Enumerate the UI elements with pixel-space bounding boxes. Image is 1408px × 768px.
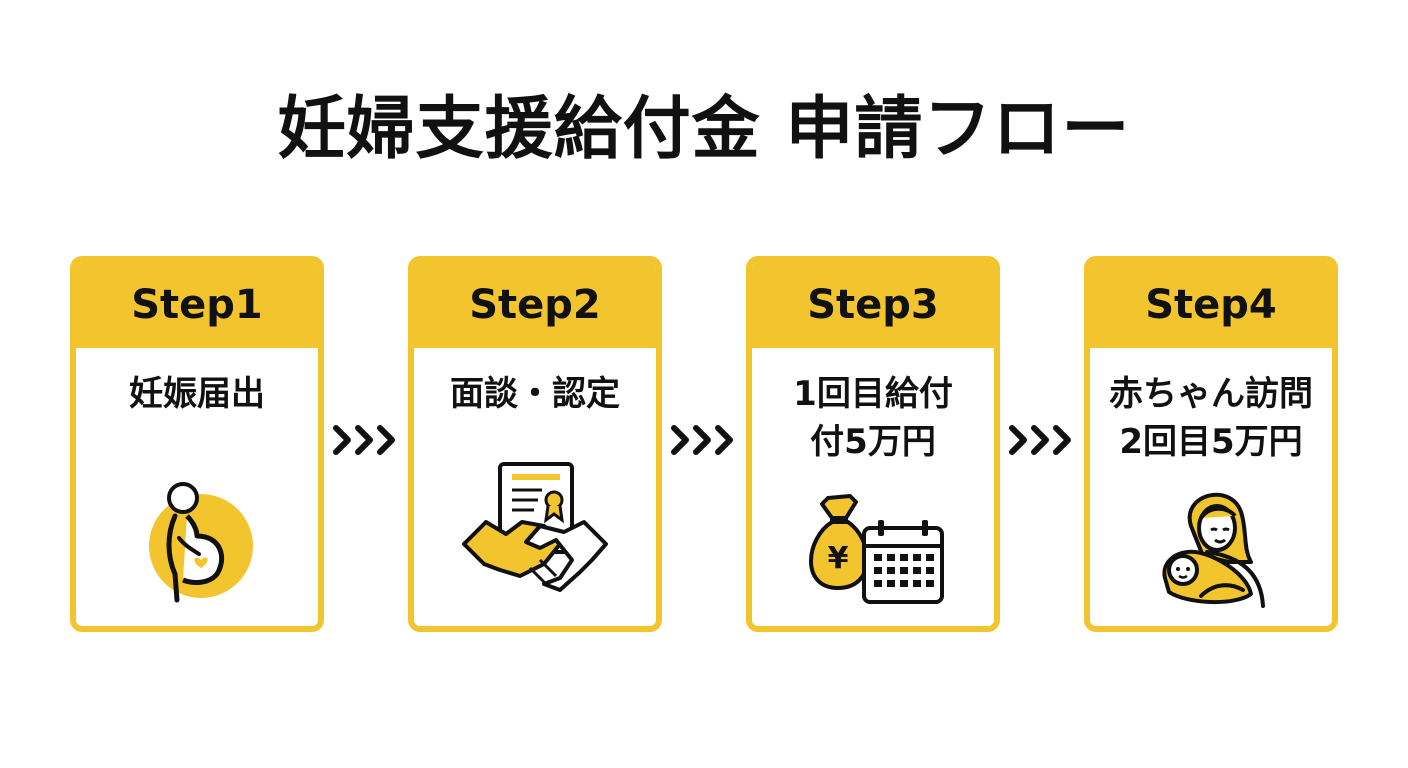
pregnant-woman-icon xyxy=(149,482,253,603)
step-text-4: 赤ちゃん訪問 2回目5万円 xyxy=(1109,374,1313,462)
mother-baby-icon xyxy=(1162,492,1265,608)
step-card-2: Step2 面談・認定 xyxy=(408,256,662,632)
triple-chevron-right-icon xyxy=(333,425,395,455)
handshake-certificate-icon xyxy=(462,462,608,592)
money-bag-calendar-icon: ¥ xyxy=(809,494,944,604)
step-header-4: Step4 xyxy=(1090,262,1332,348)
step-card-4: Step4 赤ちゃん訪問 2回目5万円 xyxy=(1084,256,1338,632)
svg-text:¥: ¥ xyxy=(828,541,849,576)
step-text-3: 1回目給付 付5万円 xyxy=(793,374,953,462)
step-header-3: Step3 xyxy=(752,262,994,348)
step-card-1: Step1 妊娠届出 xyxy=(70,256,324,632)
step-header-2: Step2 xyxy=(414,262,656,348)
step-header-1: Step1 xyxy=(76,262,318,348)
page-title: 妊婦支援給付金 申請フロー xyxy=(277,90,1131,169)
triple-chevron-right-icon xyxy=(1009,425,1071,455)
step-card-3: Step3 1回目給付 付5万円 ¥ xyxy=(746,256,1000,632)
step-text-2: 面談・認定 xyxy=(450,374,620,414)
triple-chevron-right-icon xyxy=(671,425,733,455)
step-text-1: 妊娠届出 xyxy=(129,374,265,414)
